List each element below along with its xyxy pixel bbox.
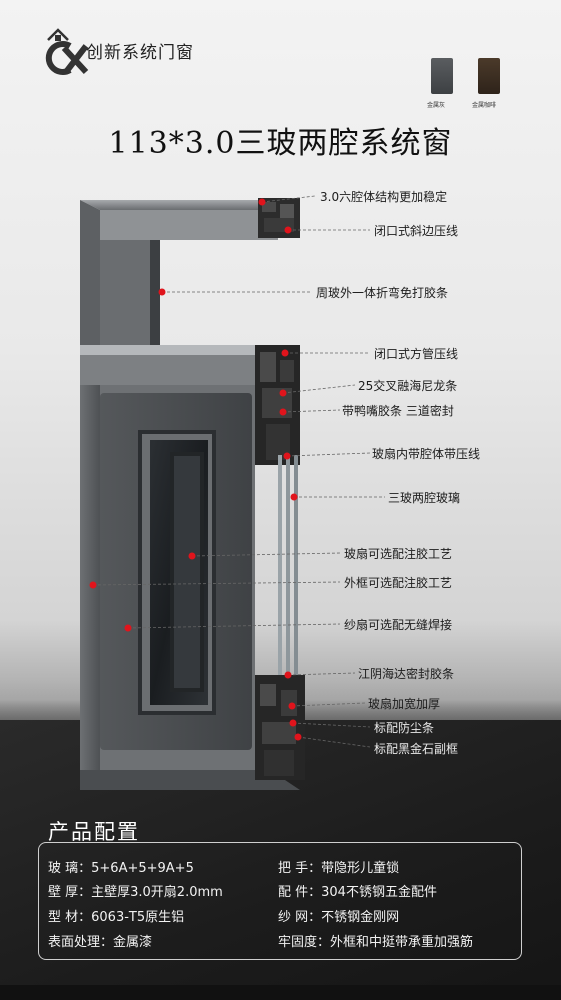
config-strength: 牢固度：外框和中挺带承重加强筋	[278, 935, 474, 950]
annotation-label: 玻扇内带腔体带压线	[372, 447, 481, 461]
product-title: 113*3.0三玻两腔系统窗	[108, 126, 453, 161]
config-screen: 纱 网：不锈钢金刚网	[278, 910, 400, 925]
annotation-label: 标配黑金石副框	[374, 742, 459, 756]
annotation-label: 玻扇可选配注胶工艺	[344, 547, 453, 561]
bottom-strip	[0, 985, 561, 1000]
leader-lines	[92, 195, 385, 748]
annotation-label: 闭口式方管压线	[374, 347, 459, 361]
logo-roof-icon	[47, 28, 69, 41]
logo-c-letter	[45, 41, 72, 75]
glass-profile	[278, 455, 298, 685]
annotation-label: 周玻外一体折弯免打胶条	[316, 286, 449, 300]
config-handle: 把 手：带隐形儿童锁	[278, 861, 400, 876]
annotation-label: 三玻两腔玻璃	[388, 491, 461, 505]
window-illustration	[80, 195, 385, 790]
middle-transom	[80, 345, 300, 465]
annotation-label: 带鸭嘴胶条 三道密封	[342, 404, 454, 418]
swatch-label-coffee: 金属咖啡	[472, 102, 497, 109]
annotation-label: 闭口式斜边压线	[374, 224, 459, 238]
config-hardware: 配 件：304不锈钢五金配件	[278, 885, 437, 900]
annotation-label: 纱扇可选配无缝焊接	[344, 618, 453, 632]
annotation-label: 外框可选配注胶工艺	[344, 576, 453, 590]
logo-window-icon	[55, 35, 61, 41]
logo-x-letter	[61, 44, 89, 75]
annotation-label: 标配防尘条	[374, 721, 435, 735]
color-swatch-coffee	[478, 58, 500, 94]
annotation-label: 3.0六腔体结构更加稳定	[320, 190, 448, 204]
brand-logo	[45, 28, 89, 75]
config-glass: 玻 璃：5+6A+5+9A+5	[48, 861, 194, 876]
annotation-label: 25交叉融海尼龙条	[358, 379, 458, 393]
annotation-label: 玻扇加宽加厚	[368, 697, 441, 711]
annotation-label: 江阴海达密封胶条	[358, 667, 455, 681]
bottom-profile	[255, 675, 305, 780]
config-wall-thickness: 壁 厚：主壁厚3.0开扇2.0mm	[48, 885, 223, 900]
config-material: 型 材：6063-T5原生铝	[48, 910, 185, 925]
upper-frame	[80, 198, 300, 350]
annotation-markers	[89, 198, 302, 741]
config-surface: 表面处理：金属漆	[48, 935, 153, 950]
sash-frame	[100, 393, 252, 750]
swatch-label-gray: 金属灰	[427, 102, 446, 109]
brand-name: 创新系统门窗	[86, 43, 194, 63]
config-panel	[38, 842, 522, 960]
color-swatch-gray	[431, 58, 453, 94]
config-heading: 产品配置	[48, 820, 140, 844]
